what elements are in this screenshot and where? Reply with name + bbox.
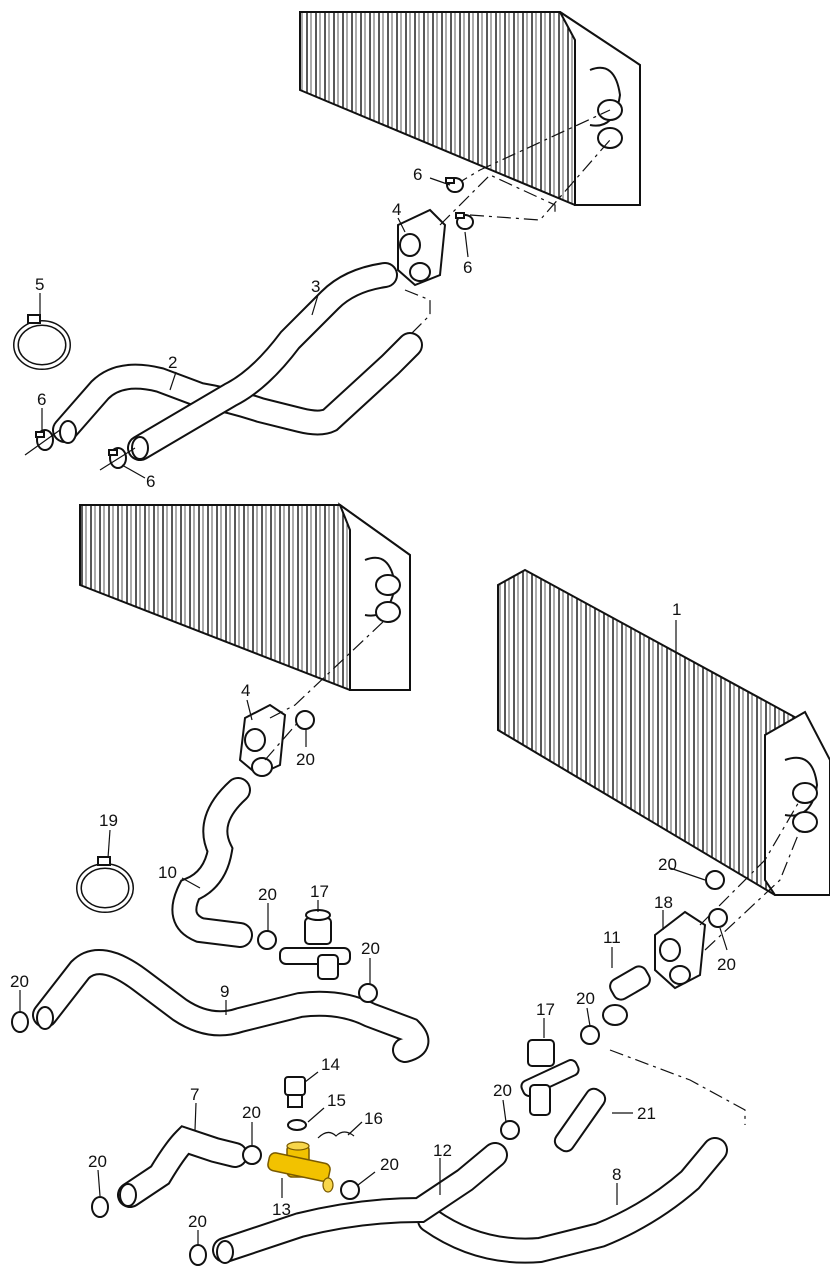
hose-10 bbox=[171, 777, 253, 948]
label-clamp-6-d: 6 bbox=[146, 472, 155, 491]
heat-exchanger-middle bbox=[79, 502, 411, 691]
clamp-6-b bbox=[455, 212, 474, 230]
dash-right bbox=[609, 1049, 746, 1125]
label-hose-9: 9 bbox=[220, 982, 229, 1001]
label-hose-2: 2 bbox=[168, 353, 177, 372]
label-radiator: 1 bbox=[672, 600, 681, 619]
label-flange-4-top: 4 bbox=[392, 200, 401, 219]
label-clamp-20-11: 20 bbox=[88, 1152, 107, 1171]
label-clamp-20-2: 20 bbox=[258, 885, 277, 904]
label-clamp-20-9: 20 bbox=[242, 1103, 261, 1122]
label-tee-13: 13 bbox=[272, 1200, 291, 1219]
label-clamp-20-10: 20 bbox=[380, 1155, 399, 1174]
label-hose-10: 10 bbox=[158, 863, 177, 882]
clamp-5 bbox=[13, 314, 71, 370]
clamp-6-a bbox=[445, 177, 464, 193]
leader-lines bbox=[19, 177, 728, 1245]
hose-9 bbox=[32, 949, 430, 1063]
label-clamp-5: 5 bbox=[35, 275, 44, 294]
hose-8 bbox=[417, 1137, 728, 1264]
label-clamp-20-1: 20 bbox=[296, 750, 315, 769]
label-clamp-20-8: 20 bbox=[493, 1081, 512, 1100]
valve-17-b bbox=[520, 1039, 580, 1116]
label-oring-15: 15 bbox=[327, 1091, 346, 1110]
heat-exchanger-radiator bbox=[497, 568, 830, 896]
tee-13[interactable] bbox=[267, 1141, 334, 1193]
hose-3 bbox=[127, 262, 398, 461]
label-hose-8: 8 bbox=[612, 1165, 621, 1184]
label-flange-18: 18 bbox=[654, 893, 673, 912]
dash-lines-top bbox=[404, 109, 611, 336]
label-clamp-20-3: 20 bbox=[361, 939, 380, 958]
flange-4-mid bbox=[238, 619, 386, 777]
clamp-19 bbox=[76, 856, 134, 913]
label-flange-4-mid: 4 bbox=[241, 681, 250, 700]
label-hose-12: 12 bbox=[433, 1141, 452, 1160]
label-valve-17-a: 17 bbox=[310, 882, 329, 901]
valve-17-a bbox=[279, 909, 351, 980]
clamp-6-d bbox=[99, 447, 136, 471]
hose-12 bbox=[212, 1142, 508, 1264]
label-clamp-20-4: 20 bbox=[10, 972, 29, 991]
label-clip-16: 16 bbox=[364, 1109, 383, 1128]
heat-exchanger-top bbox=[299, 11, 641, 206]
label-clamp-6-b: 6 bbox=[463, 258, 472, 277]
label-valve-11: 11 bbox=[603, 928, 621, 947]
label-clamp-20-6: 20 bbox=[717, 955, 736, 974]
valve-11 bbox=[602, 965, 651, 1026]
oring-15 bbox=[287, 1119, 307, 1131]
label-clamp-6-c: 6 bbox=[37, 390, 46, 409]
sensor-14 bbox=[284, 1076, 306, 1108]
label-connector-21: 21 bbox=[637, 1104, 656, 1123]
connector-21 bbox=[553, 1087, 607, 1153]
label-hose-3: 3 bbox=[311, 277, 320, 296]
flange-4-top bbox=[397, 208, 447, 287]
callout-labels: 1 2 3 4 5 6 6 6 6 4 20 19 10 20 17 20 20… bbox=[10, 165, 736, 1231]
flange-18 bbox=[654, 799, 801, 990]
label-clamp-6-a: 6 bbox=[413, 165, 422, 184]
label-clamp-20-7: 20 bbox=[576, 989, 595, 1008]
clamp-6-c bbox=[24, 429, 61, 456]
hose-7 bbox=[117, 1125, 248, 1208]
label-clamp-19: 19 bbox=[99, 811, 118, 830]
label-clamp-20-12: 20 bbox=[188, 1212, 207, 1231]
label-hose-7: 7 bbox=[190, 1085, 199, 1104]
clip-16 bbox=[317, 1131, 355, 1139]
label-valve-17-b: 17 bbox=[536, 1000, 555, 1019]
label-clamp-20-5: 20 bbox=[658, 855, 677, 874]
clamp-20-group bbox=[11, 710, 728, 1266]
label-sensor-14: 14 bbox=[321, 1055, 340, 1074]
